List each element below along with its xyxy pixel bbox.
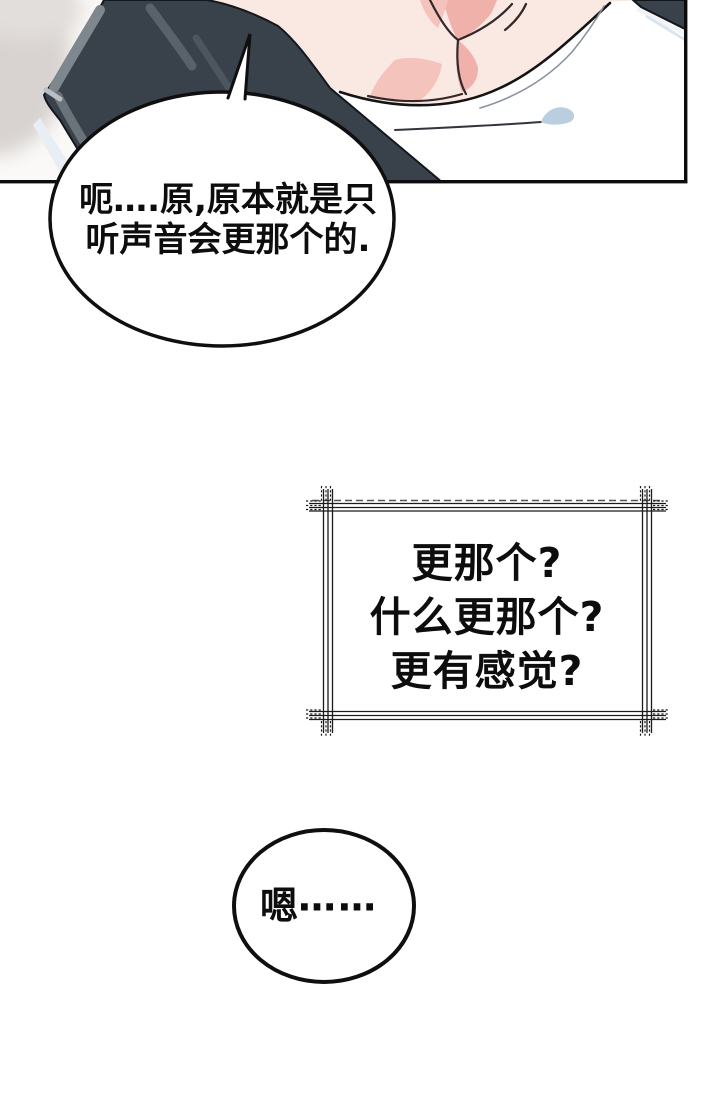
speech-bubble-1-text: 呃….原,原本就是只 听声音会更那个的. [48,180,408,260]
corner-blue-shade [645,14,686,43]
speech-bubble-2-text: 嗯…… [234,876,404,928]
speech-bubble-1-tail [226,33,252,101]
skin-shading-stem [456,40,478,92]
skin-shading-v [443,0,497,40]
skin-crease-lines [366,0,528,103]
shirt-outlines [338,1,612,131]
corner-highlight [636,7,686,37]
skin-area [207,0,640,106]
shirt-shadow-blob [541,107,575,125]
caption-line: 什么更那个? [369,593,605,641]
caption-line: 更那个? [411,539,563,587]
speech-bubble-2 [232,828,416,984]
corner-hatching [306,486,669,737]
speech-bubble-1 [48,33,396,348]
shirt-area [330,0,686,182]
caption-frame [306,486,669,737]
background-shadow-2 [0,0,83,40]
corner-hair-wedge [631,0,686,31]
hair-streaks [43,3,234,157]
caption-line: 更有感觉? [390,647,584,695]
dialogue-line: 呃….原,原本就是只 [79,180,377,220]
dialogue-word: 嗯 [259,884,298,928]
dialogue-ellipsis: …… [298,875,378,920]
skin-shading-top [420,0,448,28]
skin-shading-left [370,57,442,100]
caption-box-text: 更那个? 什么更那个? 更有感觉? [327,536,647,698]
dialogue-line: 听声音会更那个的. [85,220,371,260]
